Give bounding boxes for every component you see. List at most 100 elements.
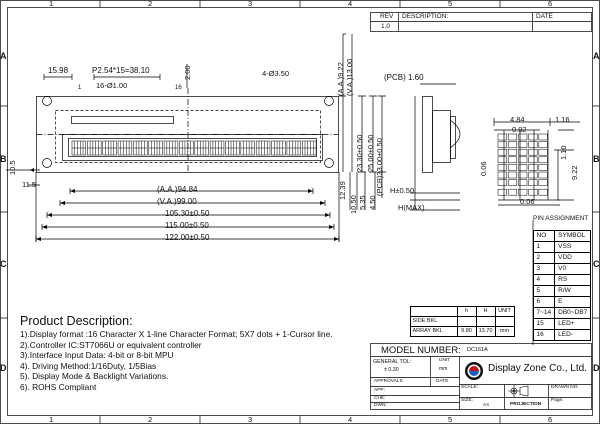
pin-symbol: LED- <box>554 329 592 342</box>
backlight-cell: ARRAY BKL <box>409 325 458 337</box>
pin-assignment-header-symbol: SYMBOL <box>554 229 592 242</box>
dim-0-92: 0.92 <box>512 125 527 134</box>
pin-16-label: 16 <box>175 85 182 91</box>
product-description-line: 4). Driving Method:1/16Duty, 1/5Bias <box>20 360 157 371</box>
size-label: SIZE: <box>461 398 473 403</box>
dot-matrix-cell <box>538 156 548 164</box>
dim-aa-height: (A.A.)9.22 <box>336 62 345 96</box>
side-view-outline <box>422 96 433 173</box>
dot-matrix-cell <box>538 171 548 179</box>
pin-assignment-title: PIN ASSIGNMENT <box>533 215 589 222</box>
dim-15-98: 15.98 <box>48 66 69 75</box>
grid-row-b-left: B <box>0 154 7 164</box>
dot-matrix-cell <box>528 133 538 141</box>
pin-assignment-header-no: NO <box>532 229 556 242</box>
scale-label: SCALE: <box>461 385 479 390</box>
dim-105-30: 105.30±0.50 <box>165 209 210 218</box>
dim-va-height: (V.A.)13.00 <box>345 58 354 96</box>
unit-value: mm <box>439 366 448 372</box>
revision-block-outline <box>370 12 592 32</box>
grid-col-6-top: 6 <box>548 0 553 8</box>
dot-matrix-cell <box>507 148 518 156</box>
product-description-line: 6). ROHS Compliant <box>20 381 97 392</box>
dot-matrix-cell <box>538 148 548 156</box>
dim-h-max: H(MAX) <box>398 203 425 212</box>
grid-col-4-top: 4 <box>348 0 353 8</box>
dot-matrix-cell <box>528 164 538 171</box>
pin-1-label: 1 <box>78 85 82 91</box>
pin-symbol: V0 <box>554 262 592 275</box>
approvals-date-label: DATE <box>436 379 449 384</box>
active-area-outline <box>68 138 317 157</box>
dim-10-50: 10.50 <box>349 195 358 214</box>
product-description-line: 5). Display Mode & Backlight Variations. <box>20 371 169 382</box>
grid-row-a-right: A <box>593 51 600 61</box>
mount-hole-tr <box>324 96 334 106</box>
unit-label: UNIT <box>439 358 451 363</box>
size-value: A4 <box>483 403 489 408</box>
grid-row-d-left: D <box>0 363 7 373</box>
dot-matrix-cell <box>497 171 507 179</box>
grid-col-2-bottom: 2 <box>148 415 153 424</box>
backlight-cell <box>456 315 477 327</box>
dot-matrix-cell <box>497 141 507 148</box>
dim-122-00: 122.00±0.50 <box>165 233 210 242</box>
app-label: APP: <box>374 388 385 393</box>
dot-matrix-cell <box>528 171 538 179</box>
pin-number: 6 <box>532 296 556 309</box>
revision-header-rev: REV <box>380 13 394 20</box>
dot-matrix-cell <box>528 156 538 164</box>
pin-number: 7~14 <box>532 307 556 320</box>
dot-matrix-cell <box>538 133 548 141</box>
grid-col-3-bottom: 3 <box>248 415 253 424</box>
product-description-line: 3).Interface Input Data: 4-bit or 8-bit … <box>20 350 174 361</box>
dim-12-39: 12.39 <box>338 181 347 200</box>
dot-matrix-cell <box>497 156 507 164</box>
grid-row-b-right: B <box>593 154 600 164</box>
pin-number: 3 <box>532 262 556 275</box>
dot-matrix-cell <box>528 141 538 148</box>
dwn-label: DWN: <box>374 403 387 408</box>
dim-1-16: 1.16 <box>555 115 570 124</box>
dot-matrix-cell <box>538 141 548 148</box>
model-number-value: DC161A <box>467 347 488 353</box>
dot-matrix-cell <box>538 188 548 196</box>
backlight-cell: mm <box>494 325 515 337</box>
dot-matrix-cell <box>518 188 528 196</box>
revision-header-description: DESCRIPTION: <box>402 13 449 20</box>
product-description-line: 1).Display format :16 Character X 1-line… <box>20 329 333 339</box>
grid-col-3-top: 3 <box>248 0 253 8</box>
revision-header-date: DATE <box>536 13 553 20</box>
dim-23-30: 23.30±0.50 <box>355 134 364 172</box>
dim-pcb-height: (PCB)33.00±0.50 <box>375 138 384 196</box>
backlight-header-unit: UNIT <box>494 305 515 317</box>
grid-col-1-bottom: 1 <box>49 415 54 424</box>
dot-matrix-cell <box>518 141 528 148</box>
pin-number: 15 <box>532 318 556 331</box>
grid-col-6-bottom: 6 <box>548 415 553 424</box>
pin-symbol: E <box>554 296 592 309</box>
dot-matrix-cell <box>507 141 518 148</box>
dot-matrix-cell <box>497 148 507 156</box>
projection-symbol-icon <box>508 385 529 397</box>
approvals-label: APPROVALS <box>374 379 403 384</box>
dim-11-5: 11.5 <box>22 180 37 189</box>
general-tol-label: GENERAL TOL: <box>373 359 412 365</box>
dot-matrix-cell <box>507 171 518 179</box>
product-description-list: 1).Display format :16 Character X 1-line… <box>20 329 333 392</box>
chk-label: CHK: <box>374 396 386 401</box>
dot-matrix-cell <box>497 179 507 186</box>
company-name: Display Zone Co., Ltd. <box>488 363 587 374</box>
pin-number: 1 <box>532 240 556 253</box>
model-number-label: MODEL NUMBER: <box>381 345 461 356</box>
dot-matrix-cell <box>507 188 518 196</box>
